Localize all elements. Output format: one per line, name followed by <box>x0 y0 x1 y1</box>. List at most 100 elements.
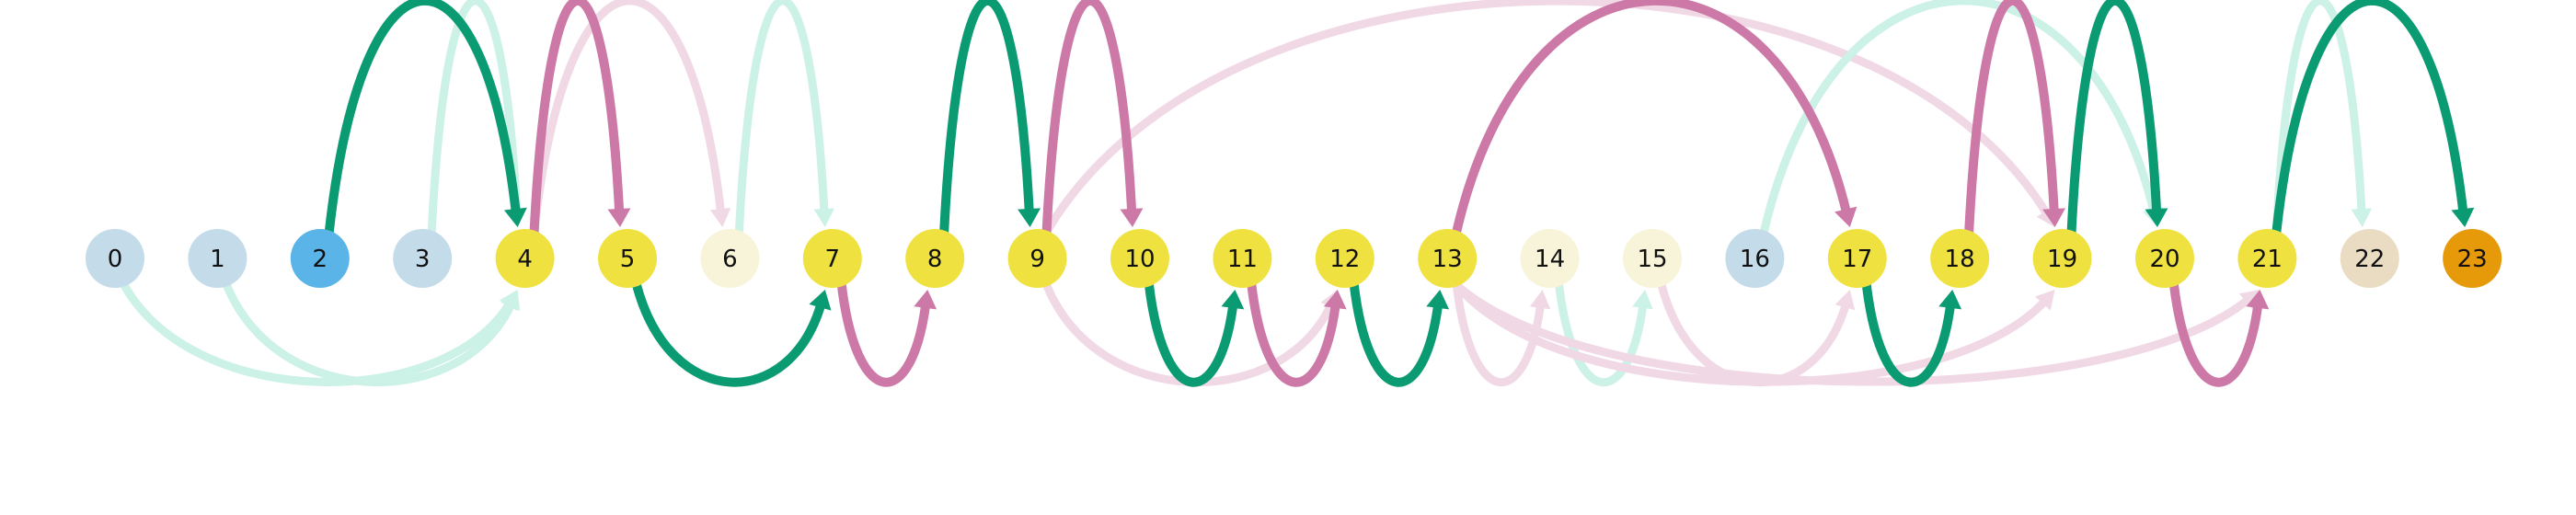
node-label: 22 <box>2354 246 2385 273</box>
edge-11-12 <box>1247 280 1347 387</box>
edge-13-17 <box>1452 0 1857 236</box>
edge-16-20 <box>1759 0 2164 236</box>
edge-4-5 <box>529 0 631 236</box>
node-17: 17 <box>1827 229 1887 288</box>
node-circle <box>1930 229 1990 288</box>
edge-1-4 <box>222 280 521 386</box>
node-circle <box>86 229 144 288</box>
node-label: 2 <box>313 246 328 273</box>
node-3: 3 <box>393 229 453 288</box>
node-circle <box>1725 229 1785 288</box>
node-label: 12 <box>1329 246 1360 273</box>
edge-9-12 <box>1042 280 1340 386</box>
edge-arc <box>2066 0 2162 236</box>
node-7: 7 <box>802 229 862 288</box>
edge-arc <box>1861 280 1956 387</box>
edge-arc <box>1964 0 2059 236</box>
edge-arc <box>530 0 726 236</box>
edge-arrowhead <box>1120 208 1144 227</box>
node-circle <box>1520 229 1580 288</box>
edge-arc <box>939 0 1034 236</box>
edge-arrowhead <box>503 207 527 227</box>
node-label: 16 <box>1740 246 1770 273</box>
edge-21-23 <box>2271 0 2475 236</box>
edge-14-15 <box>1555 280 1653 387</box>
edge-arc <box>1452 280 2255 386</box>
node-23: 23 <box>2443 229 2502 288</box>
edge-arc <box>1042 280 1337 386</box>
node-0: 0 <box>86 229 144 288</box>
edge-21-22 <box>2271 0 2373 236</box>
node-circle <box>290 229 350 288</box>
node-label: 21 <box>2252 246 2283 273</box>
node-9: 9 <box>1007 229 1067 288</box>
edge-6-7 <box>734 0 835 236</box>
edge-7-8 <box>836 280 937 387</box>
edge-0-4 <box>120 280 518 386</box>
edge-20-21 <box>2169 280 2270 387</box>
edge-9-19 <box>1042 0 2055 236</box>
node-label: 9 <box>1029 246 1045 273</box>
node-circle <box>1827 229 1887 288</box>
node-label: 11 <box>1227 246 1258 273</box>
node-circle <box>393 229 453 288</box>
node-13: 13 <box>1418 229 1478 288</box>
node-label: 6 <box>722 246 738 273</box>
edge-arrowhead <box>2451 207 2475 227</box>
edge-arrowhead <box>813 208 835 227</box>
node-circle <box>495 229 555 288</box>
edge-2-4 <box>324 0 527 236</box>
node-16: 16 <box>1725 229 1785 288</box>
node-label: 4 <box>517 246 533 273</box>
node-circle <box>1418 229 1478 288</box>
node-4: 4 <box>495 229 555 288</box>
node-label: 13 <box>1432 246 1463 273</box>
node-label: 18 <box>1945 246 1975 273</box>
node-label: 17 <box>1842 246 1872 273</box>
node-label: 5 <box>620 246 636 273</box>
edge-arrowhead <box>1221 290 1245 310</box>
node-label: 23 <box>2457 246 2488 273</box>
edge-arrowhead <box>709 207 731 227</box>
node-label: 7 <box>825 246 841 273</box>
edge-arc <box>222 280 517 386</box>
node-label: 19 <box>2047 246 2077 273</box>
edge-arc <box>1759 0 2159 236</box>
node-circle <box>188 229 247 288</box>
edge-arrowhead <box>1938 290 1962 310</box>
edge-arc <box>120 280 516 386</box>
edge-arrowhead <box>1018 208 1041 227</box>
edge-arc <box>1452 280 2051 386</box>
edge-13-21 <box>1452 280 2260 386</box>
node-circle <box>1213 229 1272 288</box>
edge-arrowhead <box>2238 290 2260 310</box>
edge-10-11 <box>1144 280 1245 387</box>
edge-arrowhead <box>500 290 521 311</box>
node-2: 2 <box>290 229 350 288</box>
node-circle <box>2237 229 2297 288</box>
edge-arrowhead <box>1323 290 1347 310</box>
edge-arc <box>324 0 522 236</box>
edge-18-19 <box>1964 0 2066 236</box>
node-circle <box>905 229 965 288</box>
node-label: 1 <box>210 246 225 273</box>
node-18: 18 <box>1930 229 1990 288</box>
node-circle <box>802 229 862 288</box>
edge-4-6 <box>530 0 731 236</box>
edge-arrowhead <box>1834 290 1856 311</box>
edge-19-20 <box>2066 0 2168 236</box>
edge-arrowhead <box>1632 290 1653 310</box>
node-circle <box>2135 229 2194 288</box>
node-10: 10 <box>1110 229 1169 288</box>
node-21: 21 <box>2237 229 2297 288</box>
edge-arrowhead <box>2034 290 2055 311</box>
edge-arrowhead <box>1529 290 1551 310</box>
node-19: 19 <box>2032 229 2092 288</box>
edge-arrowhead <box>1834 206 1857 227</box>
edge-arc <box>836 280 931 387</box>
edge-arrowhead <box>607 208 631 227</box>
node-14: 14 <box>1520 229 1580 288</box>
edge-arc <box>1452 0 1852 236</box>
